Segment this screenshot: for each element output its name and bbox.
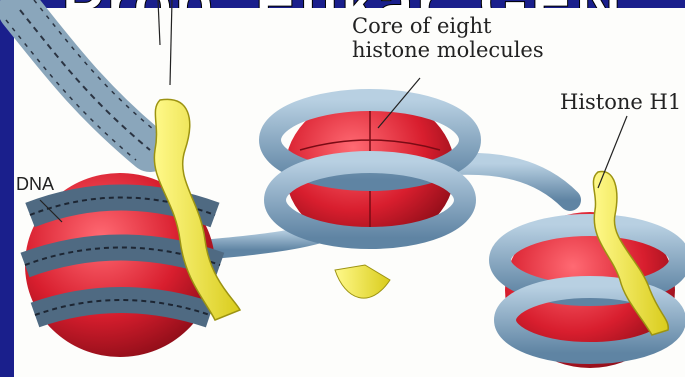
nucleosome-middle <box>270 95 470 298</box>
coiled-fiber <box>6 0 164 160</box>
label-histone-h1: Histone H1 <box>560 90 681 114</box>
nucleosome-right <box>500 212 680 368</box>
label-core-line-1: Core of eight <box>352 14 544 38</box>
label-core: Core of eight histone molecules <box>352 14 544 62</box>
label-dna: DNA <box>16 172 54 196</box>
label-core-line-2: histone molecules <box>352 38 544 62</box>
